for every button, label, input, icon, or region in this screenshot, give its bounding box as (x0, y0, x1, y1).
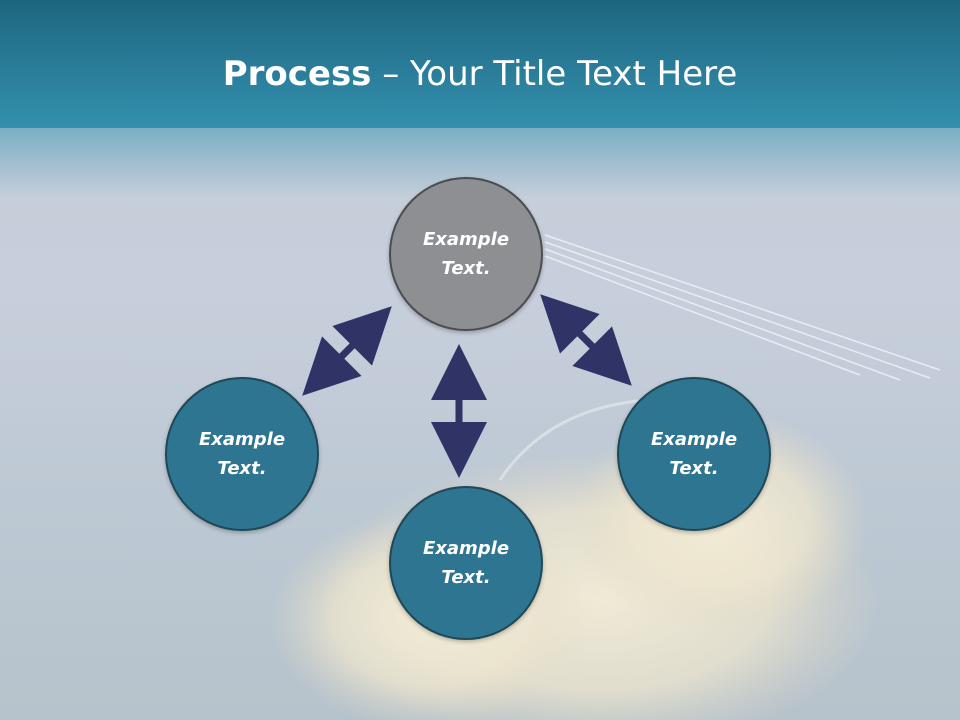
node-right: Example Text. (617, 377, 771, 531)
node-top: Example Text. (389, 177, 543, 331)
node-bottom-line1: Example (422, 538, 510, 559)
node-left-line2: Text. (217, 458, 267, 479)
title-rest: – Your Title Text Here (371, 54, 738, 94)
arrow-top-left (302, 306, 392, 396)
arrow-top-right (540, 294, 632, 386)
node-right-line2: Text. (669, 458, 719, 479)
title-bar (0, 0, 960, 128)
title-bold: Process (222, 54, 372, 94)
node-bottom: Example Text. (389, 486, 543, 640)
node-left-line1: Example (198, 429, 286, 450)
node-bottom-line2: Text. (441, 567, 491, 588)
node-right-line1: Example (650, 429, 738, 450)
contrails (544, 234, 941, 381)
node-top-line2: Text. (441, 258, 491, 279)
slide-title: Process – Your Title Text Here (0, 52, 960, 96)
node-top-line1: Example (422, 229, 510, 250)
node-left: Example Text. (165, 377, 319, 531)
